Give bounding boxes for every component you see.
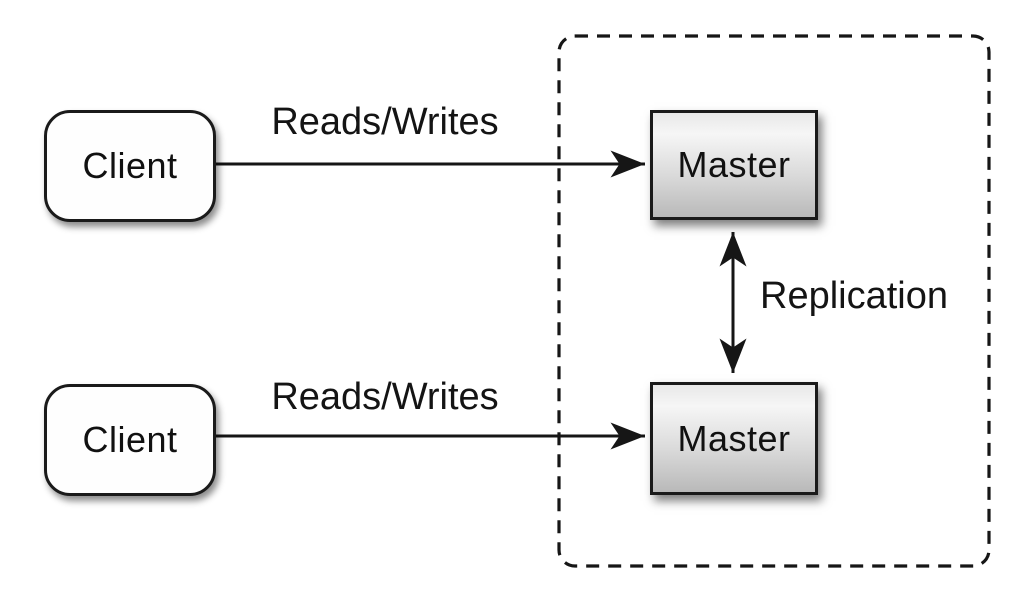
reads-writes-label-2: Reads/Writes: [271, 376, 499, 418]
client-node-2-label: Client: [82, 419, 178, 460]
replication-cluster-boundary: [557, 34, 991, 568]
master-node-2-label: Master: [677, 417, 791, 459]
replication-label: Replication: [760, 275, 948, 317]
reads-writes-label-1: Reads/Writes: [271, 101, 499, 143]
master-node-2: Master: [650, 382, 818, 495]
master-node-1: Master: [650, 110, 818, 220]
client-node-1: Client: [44, 110, 216, 222]
client-node-1-label: Client: [82, 145, 178, 186]
master-node-1-label: Master: [677, 144, 791, 185]
client-node-2: Client: [44, 384, 216, 496]
